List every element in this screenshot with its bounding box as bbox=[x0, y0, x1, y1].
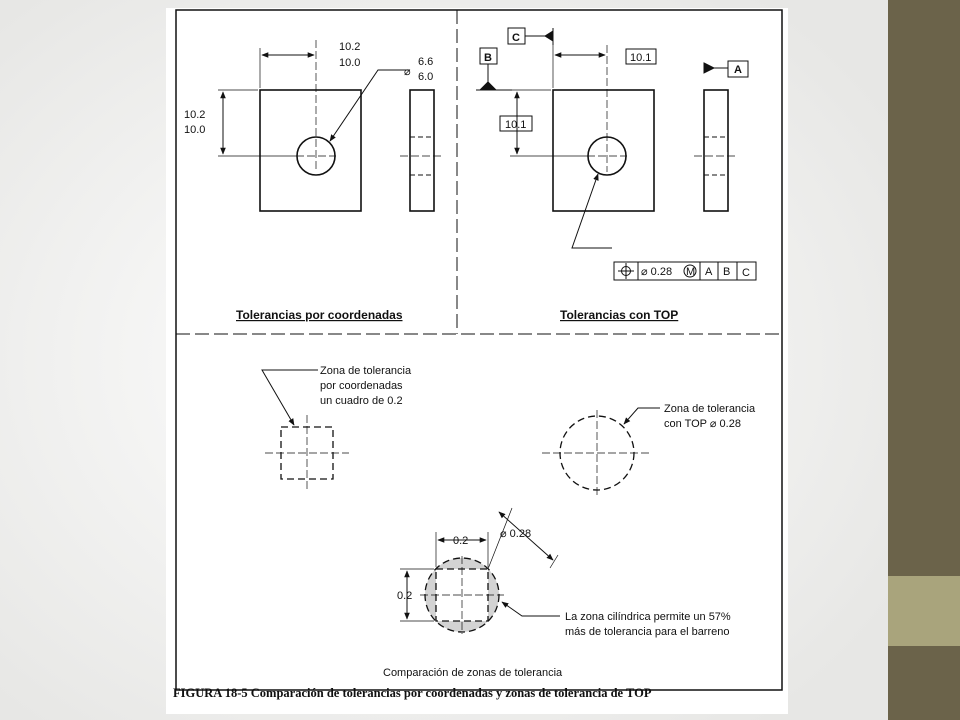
circle-zone-leader bbox=[623, 407, 660, 425]
top-part-front-view bbox=[552, 89, 655, 212]
mmc-modifier-circle bbox=[683, 264, 697, 278]
circle-note-line-1: Zona de tolerancia bbox=[664, 403, 756, 415]
top-horizontal-dim-value: 10.1 bbox=[630, 52, 651, 64]
coord-panel-title: Tolerancias por coordenadas bbox=[236, 308, 403, 322]
circle-note-line-2: con TOP ⌀ 0.28 bbox=[664, 418, 741, 430]
datum-c-label: C bbox=[512, 32, 520, 44]
figure-sheet: 10.2 10.0 10.2 10.0 ⌀ 6.6 6.0 Tolerancia… bbox=[166, 8, 788, 714]
datum-a-label: A bbox=[734, 64, 742, 76]
top-vertical-dim-box bbox=[499, 115, 533, 132]
fcf-datum-1: A bbox=[705, 266, 713, 278]
comparison-title: Comparación de zonas de tolerancia bbox=[383, 667, 563, 679]
fcf-datum-3: C bbox=[742, 267, 750, 279]
sidebar-band-middle bbox=[888, 576, 960, 646]
overlay-dia-label: ⌀ 0.28 bbox=[500, 528, 531, 540]
fcf-datum-2: B bbox=[723, 266, 730, 278]
top-hole-leader bbox=[571, 173, 612, 249]
square-note-line-3: un cuadro de 0.2 bbox=[320, 395, 403, 407]
sidebar-band-bottom bbox=[888, 646, 960, 720]
drawing-frame bbox=[175, 9, 783, 691]
diameter-icon: ⌀ bbox=[404, 66, 411, 78]
technical-drawing: 10.2 10.0 10.2 10.0 ⌀ 6.6 6.0 Tolerancia… bbox=[175, 9, 783, 691]
overlay-height-label: 0.2 bbox=[397, 590, 412, 602]
figure-caption: FIGURA 18-5 Comparación de tolerancias p… bbox=[173, 686, 652, 700]
top-vertical-dim-value: 10.1 bbox=[505, 119, 526, 131]
square-note-line-1: Zona de tolerancia bbox=[320, 365, 412, 377]
top-part-side-view bbox=[703, 89, 729, 212]
overlay-comparison bbox=[400, 507, 560, 634]
coord-part-side-view bbox=[409, 89, 435, 212]
square-zone-leader bbox=[261, 369, 318, 426]
overlay-width-label: 0.2 bbox=[453, 535, 468, 547]
coord-hole-dia-bottom: 6.0 bbox=[418, 71, 433, 83]
sidebar-band-top bbox=[888, 0, 960, 576]
square-note-line-2: por coordenadas bbox=[320, 380, 403, 392]
top-horizontal-dim-box bbox=[625, 48, 657, 65]
fcf-tolerance: ⌀ 0.28 bbox=[641, 266, 672, 278]
overlay-note-line-2: más de tolerancia para el barreno bbox=[565, 626, 729, 638]
coord-hole-leader bbox=[329, 69, 410, 142]
overlay-note-line-1: La zona cilíndrica permite un 57% bbox=[565, 611, 731, 623]
fcf-modifier: M bbox=[686, 266, 695, 278]
top-panel-title: Tolerancias con TOP bbox=[560, 308, 678, 322]
datum-a-box bbox=[727, 60, 749, 78]
coord-width-top: 10.2 bbox=[339, 41, 360, 53]
datum-b-label: B bbox=[484, 52, 492, 64]
coord-height-top: 10.2 bbox=[184, 109, 205, 121]
coord-width-bottom: 10.0 bbox=[339, 57, 360, 69]
feature-control-frame bbox=[613, 261, 757, 281]
coord-height-bottom: 10.0 bbox=[184, 124, 205, 136]
coord-hole-dia-top: 6.6 bbox=[418, 56, 433, 68]
coord-part-front-view bbox=[259, 89, 362, 212]
